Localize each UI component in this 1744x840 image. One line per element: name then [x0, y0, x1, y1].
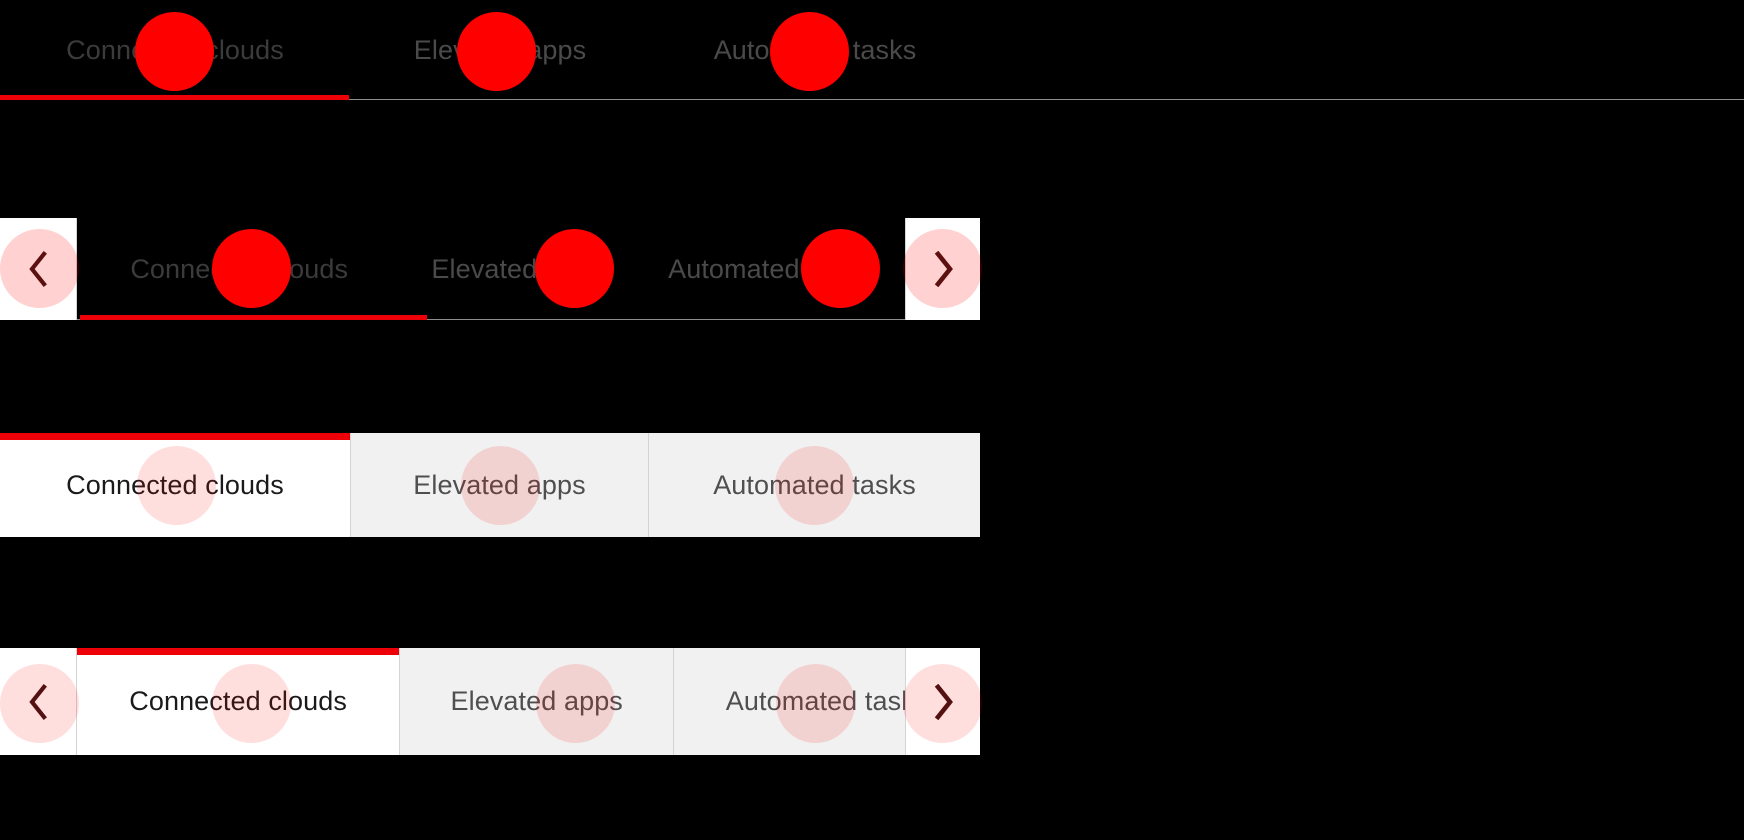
chevron-right-icon: [932, 683, 954, 720]
chevron-left-icon: [27, 683, 49, 720]
tabs-active-indicator: [77, 648, 400, 655]
tab-automated-tasks[interactable]: Automated tasks: [634, 218, 905, 320]
tab-connected-clouds[interactable]: Connected clouds: [77, 218, 401, 320]
tabs-boxed-light-scrollable: Connected clouds Elevated apps Automated…: [77, 648, 980, 755]
tabs-scroll-prev-button[interactable]: [0, 218, 77, 320]
tabs-scroll-next-button[interactable]: [905, 648, 980, 755]
tab-label: Automated tasks: [713, 34, 917, 65]
tab-automated-tasks[interactable]: Automated tasks: [649, 433, 980, 537]
tab-label: Elevated apps: [450, 686, 623, 716]
chevron-left-icon: [27, 251, 49, 287]
tab-label: Automated tasks: [713, 469, 916, 500]
tab-elevated-apps[interactable]: Elevated apps: [350, 0, 650, 100]
tabs-baseline-divider: [77, 319, 905, 320]
tabs-underline-dark: Connected clouds Elevated apps Automated…: [0, 0, 1744, 100]
tab-label: Connected clouds: [130, 253, 349, 284]
tabs-underline-dark-scrollable: Connected clouds Elevated apps Automated…: [77, 218, 905, 320]
tabs-active-indicator: [0, 433, 350, 440]
tabs-active-indicator: [0, 95, 349, 100]
tabs-scroll-prev-button[interactable]: [0, 648, 77, 755]
tab-connected-clouds[interactable]: Connected clouds: [0, 0, 350, 100]
tabs-active-indicator: [80, 315, 427, 320]
tab-label: Connected clouds: [129, 686, 347, 716]
tab-label: Automated tasks: [725, 686, 929, 716]
tab-label: Elevated apps: [413, 469, 586, 500]
chevron-right-icon: [932, 251, 954, 287]
tab-connected-clouds[interactable]: Connected clouds: [77, 648, 401, 755]
tab-elevated-apps[interactable]: Elevated apps: [400, 648, 675, 755]
tab-elevated-apps[interactable]: Elevated apps: [351, 433, 649, 537]
tab-label: Elevated apps: [431, 253, 604, 284]
tabs-scroll-next-button[interactable]: [905, 218, 980, 320]
tab-label: Elevated apps: [413, 34, 587, 65]
tabs-baseline-divider: [0, 99, 1744, 100]
tabs-boxed-light: Connected clouds Elevated apps Automated…: [0, 433, 980, 537]
tab-label: Automated tasks: [668, 253, 871, 284]
tab-connected-clouds[interactable]: Connected clouds: [0, 433, 351, 537]
tab-elevated-apps[interactable]: Elevated apps: [401, 218, 633, 320]
tab-label: Connected clouds: [66, 34, 284, 65]
tab-label: Connected clouds: [66, 469, 284, 500]
tab-automated-tasks[interactable]: Automated tasks: [650, 0, 980, 100]
